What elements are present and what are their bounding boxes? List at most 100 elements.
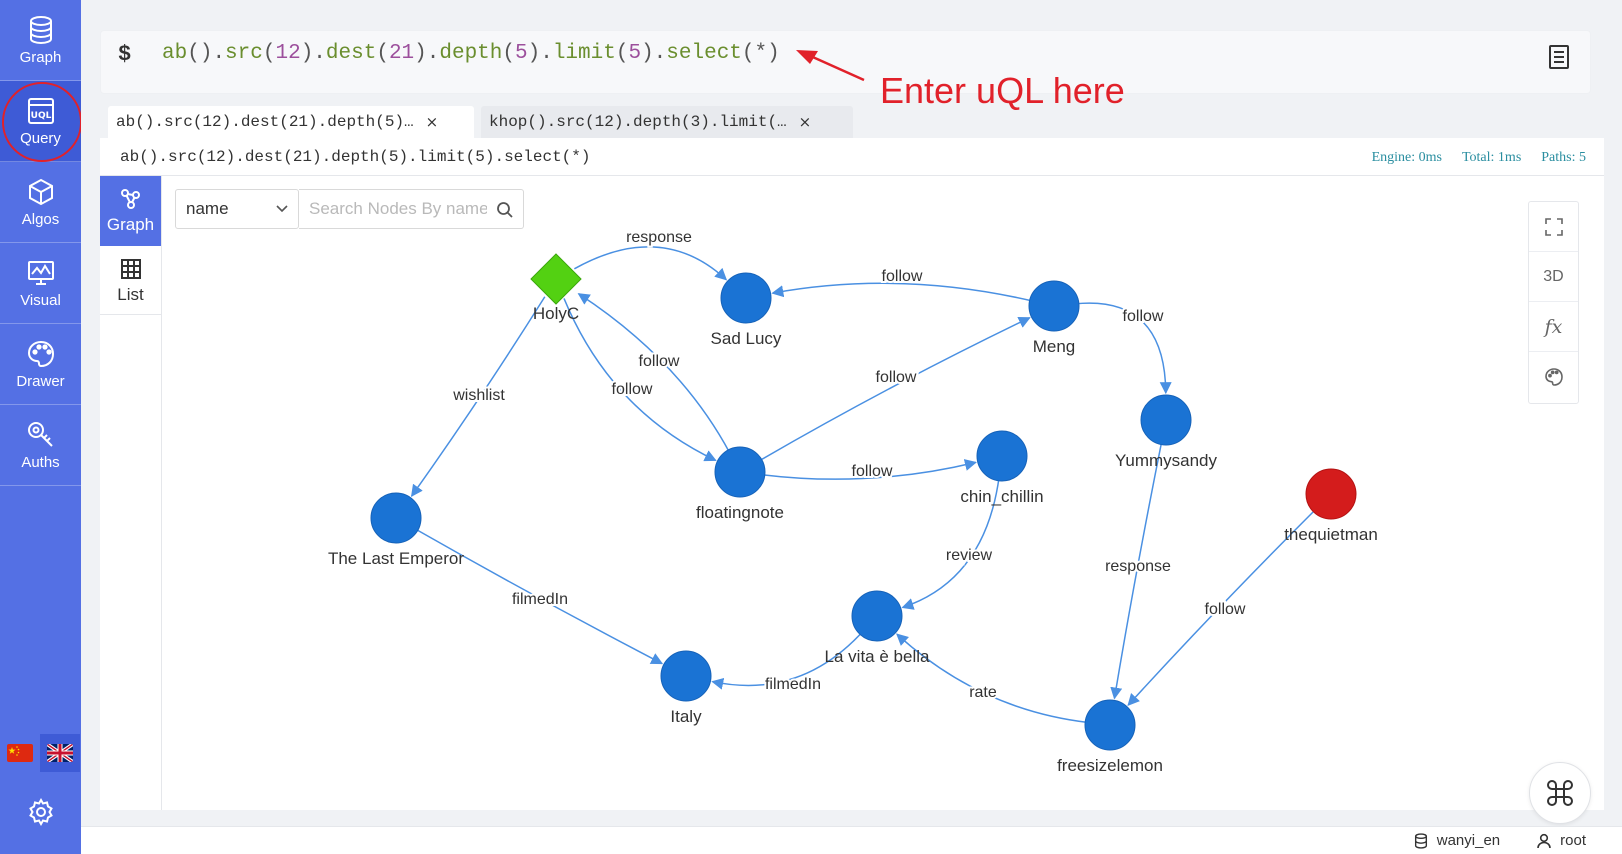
- graph-node-yummysandy[interactable]: [1140, 394, 1192, 446]
- search-icon[interactable]: [496, 201, 514, 219]
- graph-icon: [120, 189, 140, 209]
- node-label: La vita è bella: [825, 647, 930, 666]
- graph-edge[interactable]: [711, 630, 864, 690]
- graph-edge[interactable]: [410, 296, 546, 497]
- database-icon: [29, 15, 52, 44]
- search-field-select[interactable]: name: [175, 189, 299, 229]
- user-name: root: [1560, 832, 1586, 849]
- query-bar: [100, 30, 1591, 94]
- graph-edge[interactable]: [563, 298, 717, 462]
- edge-label: review: [946, 547, 993, 564]
- search-input[interactable]: [299, 189, 524, 229]
- edge-label: response: [1105, 558, 1171, 575]
- sidebar-item-algos[interactable]: Algos: [0, 162, 81, 243]
- view-graph-button[interactable]: Graph: [100, 176, 161, 246]
- edge-label: follow: [882, 268, 923, 285]
- style-button[interactable]: [1529, 352, 1578, 402]
- status-user[interactable]: root: [1536, 832, 1586, 849]
- result-stats: Engine: 0ms Total: 1ms Paths: 5: [1372, 150, 1586, 166]
- graph-node-thequietman[interactable]: [1305, 468, 1357, 520]
- sidebar-item-label: Graph: [19, 48, 62, 66]
- uql-icon: UQL: [27, 97, 54, 124]
- 3d-icon: 3D: [1543, 267, 1564, 285]
- graph-node-meng[interactable]: [1028, 280, 1080, 332]
- node-label: chin_chillin: [960, 487, 1043, 506]
- language-zh-button[interactable]: [0, 734, 40, 772]
- view-label: List: [117, 285, 144, 304]
- 3d-button[interactable]: 3D: [1529, 252, 1578, 302]
- view-switcher: [100, 176, 162, 810]
- graph-edges: [410, 246, 1317, 724]
- sidebar-item-graph[interactable]: Graph: [0, 0, 81, 81]
- engine-time: Engine: 0ms: [1371, 150, 1442, 165]
- language-en-button[interactable]: [40, 734, 80, 772]
- graph-node-holyc[interactable]: [530, 253, 582, 305]
- graph-edge[interactable]: [760, 459, 977, 480]
- graph-node-italy[interactable]: [660, 650, 712, 702]
- command-button[interactable]: [1529, 762, 1591, 824]
- query-input[interactable]: ab().src(12).dest(21).depth(5).limit(5).…: [162, 42, 780, 65]
- edge-label: response: [626, 229, 692, 246]
- tab-close-icon[interactable]: ×: [798, 113, 812, 131]
- graph-node-lastemperor[interactable]: [370, 492, 422, 544]
- edge-label: follow: [852, 463, 893, 480]
- sidebar-item-auths[interactable]: Auths: [0, 405, 81, 486]
- sidebar-item-label: Visual: [20, 291, 61, 309]
- node-label: Sad Lucy: [711, 329, 782, 348]
- fullscreen-button[interactable]: [1529, 202, 1578, 252]
- uk-flag-icon: [47, 744, 73, 762]
- graph-canvas[interactable]: responsefollowfollowfollowfollowfollowfo…: [162, 176, 1602, 806]
- node-label: Italy: [670, 707, 702, 726]
- graph-node-sadlucy[interactable]: [720, 272, 772, 324]
- graph-edge-labels: responsefollowfollowfollowfollowfollowfo…: [450, 227, 1248, 703]
- sidebar: Graph UQL Query Algos Visual Drawer Auth…: [0, 0, 82, 854]
- tab-query-2[interactable]: khop().src(12).depth(3).limit(… ×: [481, 106, 853, 138]
- language-switcher: [0, 734, 81, 772]
- sidebar-item-label: Algos: [21, 210, 60, 228]
- graph-edge[interactable]: [577, 293, 731, 454]
- sidebar-item-visual[interactable]: Visual: [0, 243, 81, 324]
- graph-node-chinchillin[interactable]: [976, 430, 1028, 482]
- sidebar-item-query[interactable]: UQL Query: [0, 81, 81, 162]
- path-count: Paths: 5: [1541, 150, 1586, 165]
- node-label: freesizelemon: [1057, 756, 1163, 775]
- graph-node-floatingnote[interactable]: [714, 446, 766, 498]
- view-list-button[interactable]: List: [100, 246, 161, 316]
- graph-edge[interactable]: [1074, 302, 1172, 395]
- graph-node-freesizelemon[interactable]: [1084, 699, 1136, 751]
- status-database[interactable]: wanyi_en: [1413, 832, 1500, 849]
- gear-icon: [28, 797, 53, 827]
- svg-text:UQL: UQL: [30, 111, 51, 121]
- annotation-arrow-icon: [796, 50, 865, 82]
- user-icon: [1537, 833, 1551, 848]
- tab-label: khop().src(12).depth(3).limit(…: [489, 113, 787, 131]
- function-icon: fx: [1544, 315, 1563, 338]
- total-time: Total: 1ms: [1461, 150, 1522, 165]
- tab-label: ab().src(12).dest(21).depth(5)…: [116, 113, 414, 131]
- sidebar-item-label: Query: [20, 129, 61, 147]
- graph-edge[interactable]: [1110, 440, 1163, 700]
- graph-edge[interactable]: [896, 633, 1090, 724]
- graph-edge[interactable]: [757, 316, 1031, 463]
- edge-label: wishlist: [452, 387, 505, 404]
- sidebar-item-label: Drawer: [16, 372, 65, 390]
- sidebar-item-label: Auths: [21, 453, 60, 471]
- graph-node-lavita[interactable]: [851, 590, 903, 642]
- graph-edge[interactable]: [573, 246, 728, 281]
- status-bar: wanyi_en root: [81, 826, 1622, 854]
- node-label: The Last Emperor: [328, 549, 464, 568]
- palette-icon: [27, 340, 54, 367]
- graph-edge[interactable]: [901, 476, 1000, 610]
- document-icon[interactable]: [1548, 44, 1570, 70]
- node-label: thequietman: [1284, 525, 1378, 544]
- graph-edge[interactable]: [413, 527, 664, 665]
- settings-button[interactable]: [0, 792, 81, 832]
- sidebar-item-drawer[interactable]: Drawer: [0, 324, 81, 405]
- tab-close-icon[interactable]: ×: [425, 113, 439, 131]
- tab-query-1[interactable]: ab().src(12).dest(21).depth(5)… ×: [108, 106, 474, 138]
- node-label: Meng: [1033, 337, 1076, 356]
- function-button[interactable]: fx: [1529, 302, 1578, 352]
- graph-edge[interactable]: [1127, 508, 1317, 706]
- graph-edge[interactable]: [771, 282, 1034, 302]
- edge-label: follow: [876, 369, 917, 386]
